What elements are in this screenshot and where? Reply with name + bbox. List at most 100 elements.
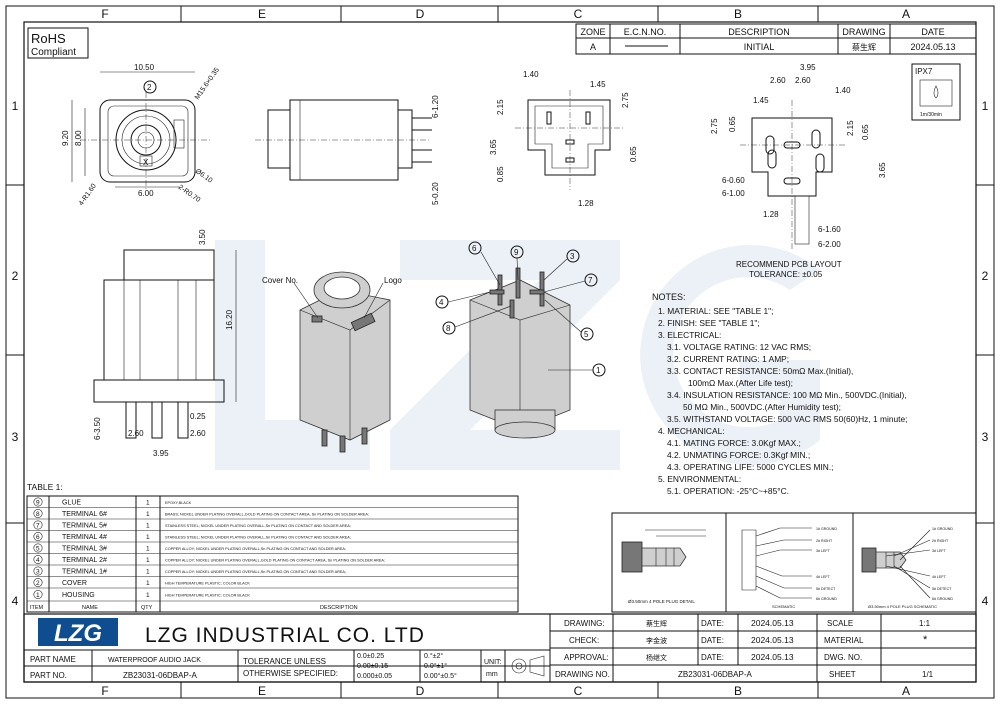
row-label-4-left: 4 — [12, 594, 19, 608]
dim-height2: 8.00 — [74, 130, 83, 146]
date-label-1: DATE: — [701, 619, 724, 628]
drawing-label: DRAWING: — [564, 619, 605, 628]
row-label-1-right: 1 — [982, 99, 989, 113]
tol-b-3: 0.00°±0.5° — [424, 672, 457, 680]
table-row-4-qty: 1 — [146, 534, 150, 541]
note-line-6: 3.3. CONTACT RESISTANCE: 50mΩ Max.(Initi… — [667, 366, 853, 376]
rev-head-drawing: DRAWING — [842, 27, 885, 37]
note-line-7: 100mΩ Max.(After Life test); — [688, 378, 793, 388]
note-line-3: 3. ELECTRICAL: — [658, 330, 721, 340]
check-label: CHECK: — [569, 636, 599, 645]
dim-top-d: 2.15 — [496, 99, 505, 115]
table-row-9-qty: 1 — [146, 592, 150, 599]
col-label-a-bottom: A — [902, 684, 910, 698]
part-name-label: PART NAME — [30, 655, 76, 664]
iso-view-pins — [469, 267, 571, 439]
plug-schematic-panel: Ø3.50mm 4 POLE PLUG DETAIL 1# GROUND 2# … — [611, 512, 977, 613]
balloon-3: 3 — [570, 252, 575, 261]
table-row-3-item: 7 — [36, 523, 40, 530]
rev-date: 2024.05.13 — [910, 42, 955, 52]
row-label-4-right: 4 — [982, 594, 989, 608]
material-value: * — [923, 634, 928, 646]
rohs-box — [27, 27, 89, 59]
table-row-5-name: TERMINAL 3# — [62, 546, 107, 553]
balloon-6: 6 — [472, 244, 477, 253]
ipx7-badge: IPX7 1m/30min — [911, 63, 961, 121]
right-label-3: 3# LEFT — [932, 549, 947, 553]
note-line-12: 4.1. MATING FORCE: 3.0Kgf MAX.; — [667, 438, 801, 448]
date-value-2: 2024.05.13 — [751, 635, 794, 645]
label-cover-no: Cover No. — [262, 276, 298, 285]
ipx-sub: 1m/30min — [920, 112, 942, 118]
dim-r2: 2-R0.70 — [177, 184, 202, 204]
table-row-1-name: GLUE — [62, 500, 81, 507]
row-label-3-left: 3 — [12, 430, 19, 444]
note-line-4: 3.1. VOLTAGE RATING: 12 VAC RMS; — [667, 342, 811, 352]
table-row-9-item: 1 — [36, 592, 40, 599]
table-title: TABLE 1: — [27, 482, 63, 492]
drawing-no-value: ZB23031-06DBAP-A — [678, 670, 752, 679]
dim-dia: Ø6.10 — [194, 168, 214, 185]
table-row-2-item: 8 — [36, 511, 40, 518]
iso-view-cover: Cover No. Logo — [262, 271, 402, 453]
balloon-2-text: 2 — [147, 83, 152, 92]
pcb-dim-n: 6-1.60 — [818, 225, 841, 234]
table-row-3-desc: STAINLESS STEEL; NICKEL UNDER PLATING OV… — [165, 524, 351, 528]
table-row-5-item: 5 — [36, 546, 40, 553]
company-name: LZG INDUSTRIAL CO. LTD — [145, 624, 425, 647]
rev-head-zone: ZONE — [580, 27, 605, 37]
note-line-13: 4.2. UNMATING FORCE: 0.3Kgf MIN.; — [667, 450, 810, 460]
table-row-6-name: TERMINAL 2# — [62, 557, 107, 564]
table-row-7-desc: COPPER ALLOY; NICKEL UNDER PLATING OVERA… — [165, 570, 346, 574]
table-row-2-name: TERMINAL 6# — [62, 511, 107, 518]
row-label-2-left: 2 — [12, 269, 19, 283]
dim-width: 10.50 — [134, 63, 155, 72]
projection-symbol-icon — [511, 658, 527, 674]
rohs-title: RoHS — [31, 31, 66, 46]
table-row-5-qty: 1 — [146, 546, 150, 553]
balloon-5: 5 — [584, 330, 589, 339]
balloon-4: 4 — [439, 298, 444, 307]
table-head-name: NAME — [82, 605, 98, 611]
note-line-16: 5.1. OPERATION: -25°C~+85°C. — [667, 486, 789, 496]
elevation-view: 3.50 16.20 0.25 6-3.50 2.60 2.60 3.95 — [93, 229, 237, 458]
material-label: MATERIAL — [824, 636, 864, 645]
approval-label: APPROVAL: — [564, 653, 609, 662]
part-no-label: PART NO. — [30, 671, 67, 680]
right-label-5: 5# DETECT — [932, 587, 952, 591]
parts-table: TABLE 1: 9 GLUE 1 EPOXY,BLACK 8 TERMINAL… — [26, 482, 519, 613]
balloon-1: 1 — [596, 366, 601, 375]
part-name-value: WATERPROOF AUDIO JACK — [108, 657, 201, 664]
col-label-b-bottom: B — [734, 684, 742, 698]
pcb-dim-l: 6-1.00 — [722, 189, 745, 198]
dim-top-h: 1.28 — [578, 199, 594, 208]
schematic-caption: SCHEMATIC — [772, 604, 795, 609]
dim-top-c: 2.75 — [621, 92, 630, 108]
col-label-b-top: B — [734, 7, 742, 21]
outer-frame — [5, 5, 995, 699]
notes: NOTES: 1. MATERIAL: SEE "TABLE 1"; 2. FI… — [652, 292, 907, 496]
tol-b-2: 0.0°±1° — [424, 662, 447, 670]
tol-a-1: 0.0±0.25 — [357, 653, 384, 660]
table-row-2-qty: 1 — [146, 511, 150, 518]
date-value-1: 2024.05.13 — [751, 618, 794, 628]
right-label-4: 4# LEFT — [932, 575, 947, 579]
pcb-dim-c: 2.60 — [795, 76, 811, 85]
rev-zone: A — [590, 42, 596, 52]
pcb-dim-a: 3.95 — [800, 63, 816, 72]
table-row-4-item: 6 — [36, 534, 40, 541]
note-line-9: 50 MΩ Min., 500VDC.(After Humidity test)… — [683, 402, 841, 412]
tol-b-1: 0.°±2° — [424, 652, 443, 660]
note-line-8: 3.4. INSULATION RESISTANCE: 100 MΩ Min.,… — [667, 390, 907, 400]
approval-name: 杨继文 — [646, 653, 667, 662]
tol-a-2: 0.00±0.15 — [357, 663, 388, 670]
tolerance-line2: OTHERWISE SPECIFIED: — [243, 669, 338, 678]
table-row-1-qty: 1 — [146, 500, 150, 507]
col-label-f-top: F — [101, 7, 108, 21]
table-row-6-qty: 1 — [146, 557, 150, 564]
notes-title: NOTES: — [652, 292, 686, 302]
col-label-d-bottom: D — [416, 684, 425, 698]
dwg-no-label: DWG. NO. — [824, 653, 862, 662]
table-row-6-item: 4 — [36, 557, 40, 564]
right-label-6: 6# GROUND — [932, 597, 953, 601]
